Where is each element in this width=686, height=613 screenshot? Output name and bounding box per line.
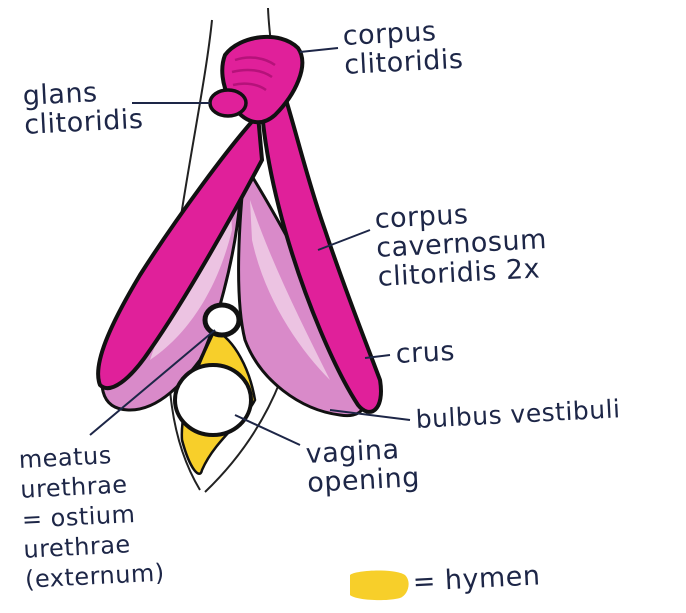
label-vagina-opening: vagina opening [305,434,421,498]
label-glans-clitoridis: glans clitoridis [22,76,144,140]
label-meatus-urethrae: meatus urethrae = ostium urethrae (exter… [18,438,165,595]
hymen-legend-swatch [350,570,409,600]
label-corpus-cavernosum: corpus cavernosum clitoridis 2x [374,196,549,292]
label-line: crus [395,337,456,369]
leader-line [235,415,300,445]
label-line: opening [307,463,421,498]
leader-line [300,48,338,52]
glans-clitoridis-shape [210,90,246,116]
legend-hymen-label: = hymen [412,561,541,597]
label-line: clitoridis [344,45,465,80]
label-line: clitoridis [24,105,145,140]
urethral-meatus-shape [205,305,239,335]
label-crus: crus [395,337,456,369]
label-line: = hymen [412,561,541,597]
vagina-opening-shape [175,365,251,435]
label-corpus-clitoridis: corpus clitoridis [342,16,464,80]
